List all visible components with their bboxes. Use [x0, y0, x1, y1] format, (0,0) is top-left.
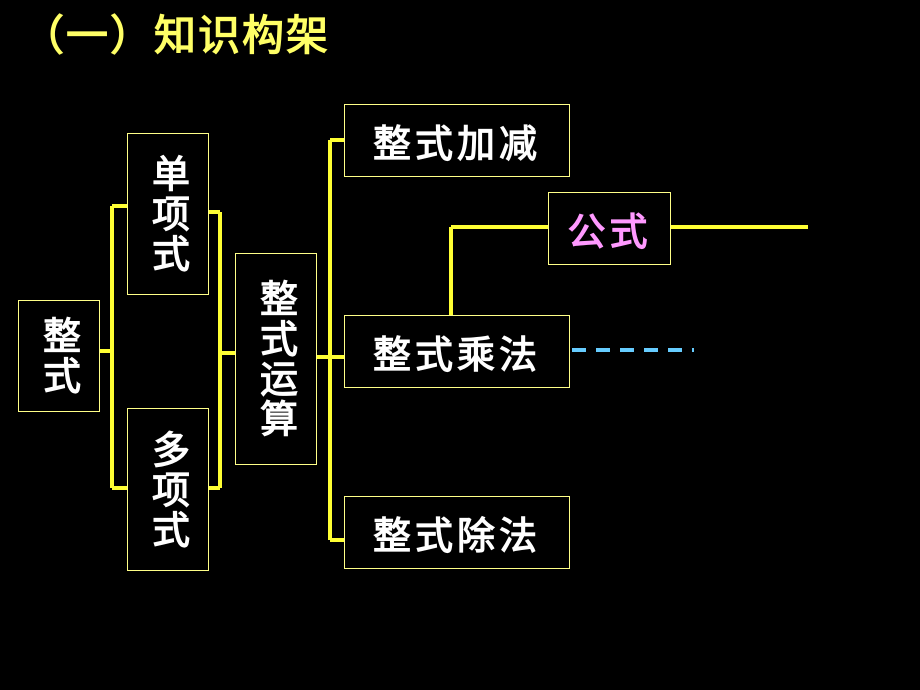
node-operations: 整式运算 [235, 253, 317, 465]
slide-title: （一）知识构架 [22, 11, 331, 60]
node-monomial: 单项式 [127, 133, 209, 295]
node-polynomial: 多项式 [127, 408, 209, 571]
node-division: 整式除法 [344, 496, 570, 569]
node-multiplication: 整式乘法 [344, 315, 570, 388]
node-add-sub: 整式加减 [344, 104, 570, 177]
node-root: 整式 [18, 300, 100, 412]
node-formula: 公式 [548, 192, 671, 265]
